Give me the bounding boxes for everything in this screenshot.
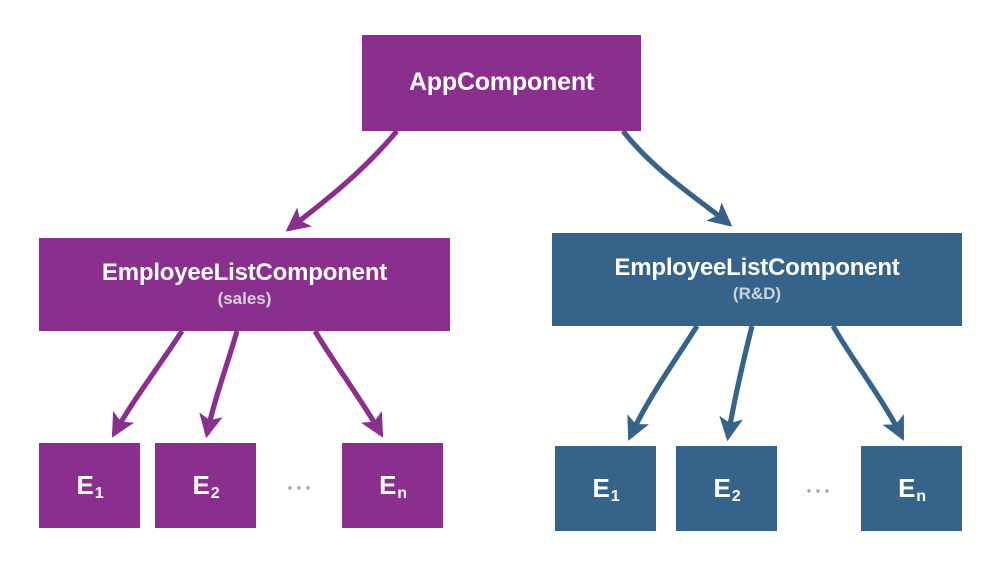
edge-sales-list-to-e1	[111, 329, 185, 438]
node-employee-list-component-rnd[interactable]: EmployeeListComponent (R&D)	[552, 233, 962, 326]
edge-app-to-sales-list	[285, 129, 399, 232]
edge-rnd-list-to-en	[830, 324, 905, 441]
edge-sales-list-to-en	[312, 329, 384, 438]
edge-rnd-list-to-e1	[627, 324, 700, 441]
node-employee-list-component-rnd-title: EmployeeListComponent	[614, 254, 900, 282]
node-employee-rnd-1-label: E1	[592, 473, 620, 506]
node-employee-rnd-1[interactable]: E1	[555, 446, 656, 531]
edge-sales-list-to-e2	[199, 330, 240, 439]
node-employee-rnd-n-label: En	[898, 473, 926, 506]
node-employee-sales-2-label: E2	[192, 470, 220, 503]
edge-app-to-rnd-list	[620, 129, 733, 227]
node-employee-rnd-n[interactable]: En	[861, 446, 962, 531]
ellipsis-rnd: ···	[806, 480, 833, 503]
edge-rnd-list-to-e2	[719, 325, 755, 442]
node-employee-sales-1[interactable]: E1	[39, 443, 140, 528]
node-employee-rnd-2-label: E2	[713, 473, 741, 506]
node-app-component-title: AppComponent	[408, 68, 595, 97]
node-employee-sales-n[interactable]: En	[342, 443, 443, 528]
node-employee-sales-2[interactable]: E2	[155, 443, 256, 528]
node-employee-list-component-sales[interactable]: EmployeeListComponent (sales)	[39, 238, 450, 331]
ellipsis-sales: ···	[287, 477, 314, 500]
node-employee-rnd-2[interactable]: E2	[676, 446, 777, 531]
node-employee-sales-1-label: E1	[76, 470, 104, 503]
node-employee-list-component-sales-subtitle: (sales)	[217, 288, 272, 308]
node-employee-sales-n-label: En	[379, 470, 407, 503]
node-employee-list-component-sales-title: EmployeeListComponent	[101, 259, 388, 287]
node-employee-list-component-rnd-subtitle: (R&D)	[732, 283, 782, 303]
node-app-component[interactable]: AppComponent	[362, 35, 641, 131]
